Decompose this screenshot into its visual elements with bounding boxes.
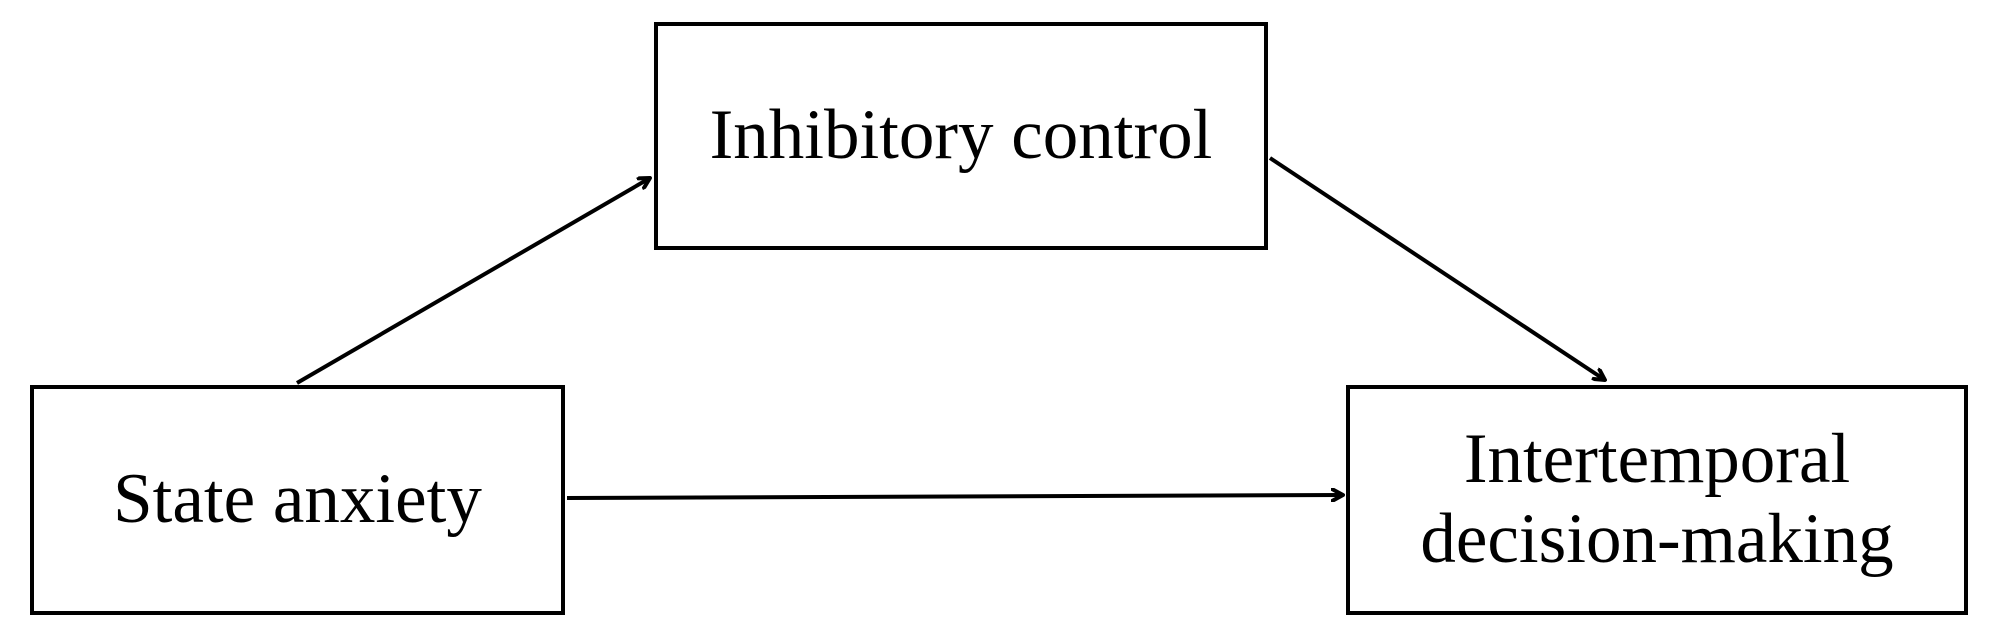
- node-label-intertemporal-line1: Intertemporal: [1463, 420, 1851, 499]
- node-inhibitory-control: Inhibitory control: [654, 22, 1268, 250]
- node-label-inhibitory-control: Inhibitory control: [709, 96, 1213, 175]
- node-state-anxiety: State anxiety: [30, 385, 565, 615]
- node-label-intertemporal-line2: decision-making: [1420, 500, 1894, 578]
- arrow-inhibitory-to-intertemporal: [1268, 156, 1605, 380]
- arrow-anxiety-to-inhibitory: [295, 178, 650, 385]
- node-intertemporal-decision-making: Intertemporal decision-making: [1346, 385, 1968, 615]
- node-label-state-anxiety: State anxiety: [113, 460, 482, 539]
- arrow-anxiety-to-intertemporal: [566, 495, 1343, 498]
